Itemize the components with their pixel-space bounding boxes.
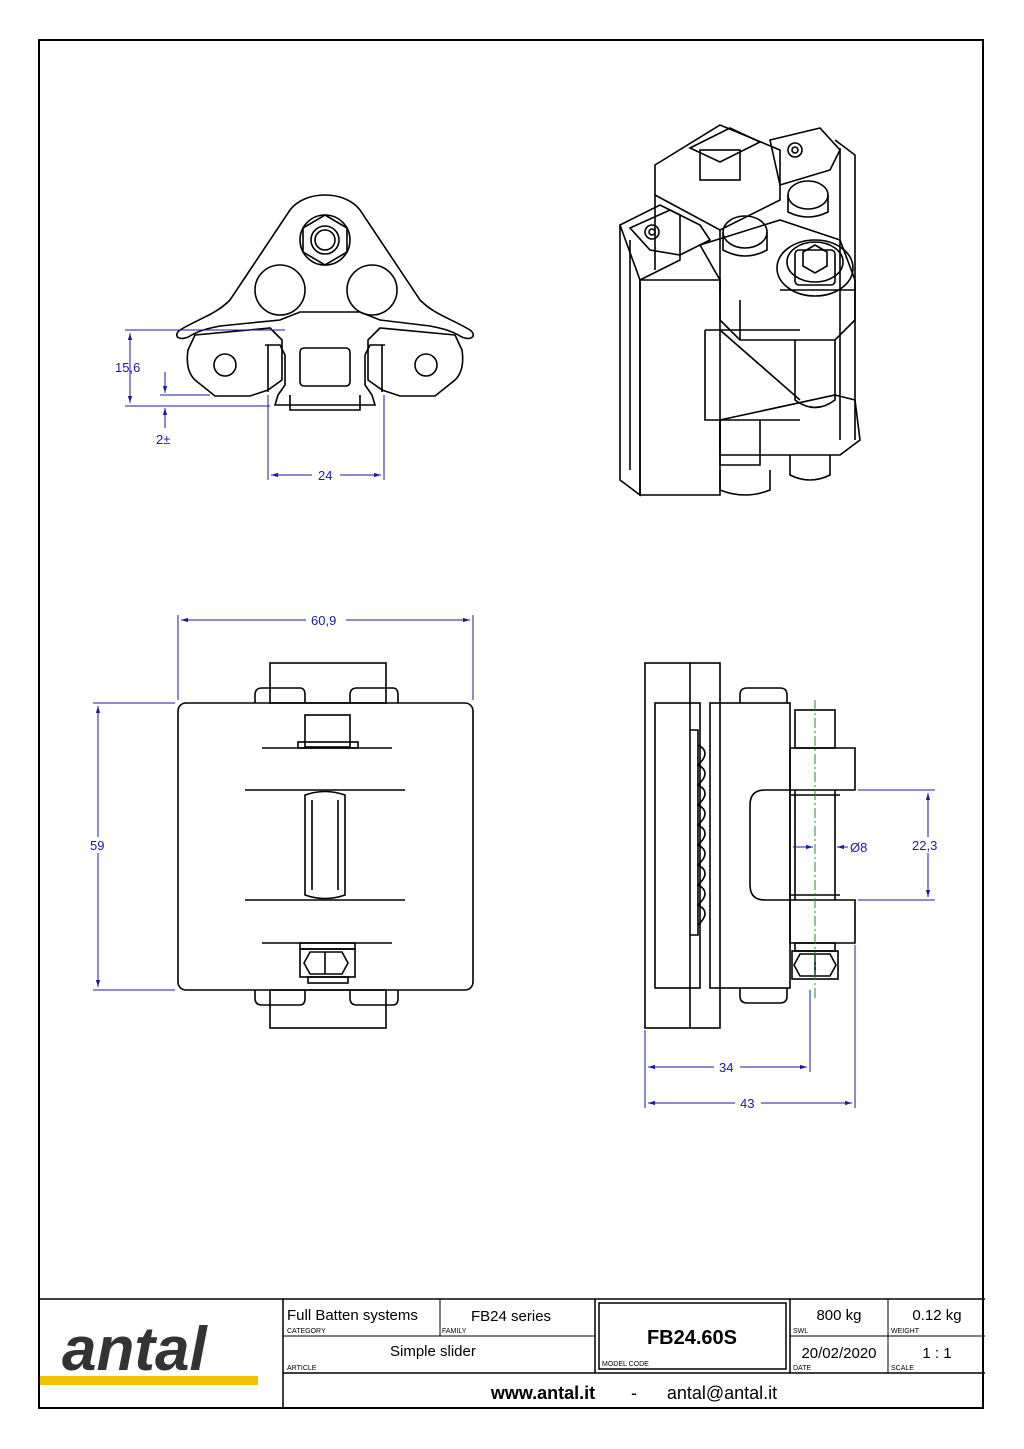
isometric-view bbox=[619, 124, 861, 497]
title-block bbox=[39, 1298, 985, 1409]
swl-value: 800 kg bbox=[816, 1307, 861, 1324]
dim-24: 24 bbox=[318, 468, 332, 483]
swl-label: SWL bbox=[793, 1328, 808, 1335]
top-view bbox=[175, 194, 475, 411]
scale-value: 1 : 1 bbox=[922, 1345, 951, 1362]
dim-15-6: 15,6 bbox=[115, 360, 140, 375]
dim-22-3: 22,3 bbox=[912, 838, 937, 853]
drawing-sheet bbox=[38, 39, 984, 1409]
website-link[interactable]: www.antal.it bbox=[490, 1383, 595, 1403]
article-value: Simple slider bbox=[390, 1343, 476, 1360]
dim-2: 2± bbox=[156, 432, 170, 447]
category-label: CATEGORY bbox=[287, 1328, 326, 1335]
antal-logo: antal bbox=[62, 1315, 208, 1384]
article-label: ARTICLE bbox=[287, 1365, 317, 1372]
front-view-dimensions bbox=[93, 615, 474, 991]
weight-value: 0.12 kg bbox=[912, 1307, 961, 1324]
email-link[interactable]: antal@antal.it bbox=[667, 1383, 777, 1403]
family-label: FAMILY bbox=[442, 1328, 467, 1335]
dim-60-9: 60,9 bbox=[311, 613, 336, 628]
dim-43: 43 bbox=[740, 1096, 754, 1111]
side-view bbox=[644, 662, 856, 1029]
dim-34: 34 bbox=[719, 1060, 733, 1075]
date-value: 20/02/2020 bbox=[801, 1345, 876, 1362]
dim-diameter-8: Ø8 bbox=[850, 840, 867, 855]
logo-bar bbox=[40, 1376, 258, 1385]
front-view bbox=[177, 662, 474, 1029]
dim-59: 59 bbox=[90, 838, 104, 853]
scale-label: SCALE bbox=[891, 1365, 914, 1372]
weight-label: WEIGHT bbox=[891, 1328, 920, 1335]
contact-separator: - bbox=[631, 1383, 637, 1403]
family-value: FB24 series bbox=[471, 1308, 551, 1325]
model-code-label: MODEL CODE bbox=[602, 1361, 649, 1368]
model-code-value: FB24.60S bbox=[647, 1327, 737, 1349]
date-label: DATE bbox=[793, 1365, 811, 1372]
category-value: Full Batten systems bbox=[287, 1307, 418, 1324]
